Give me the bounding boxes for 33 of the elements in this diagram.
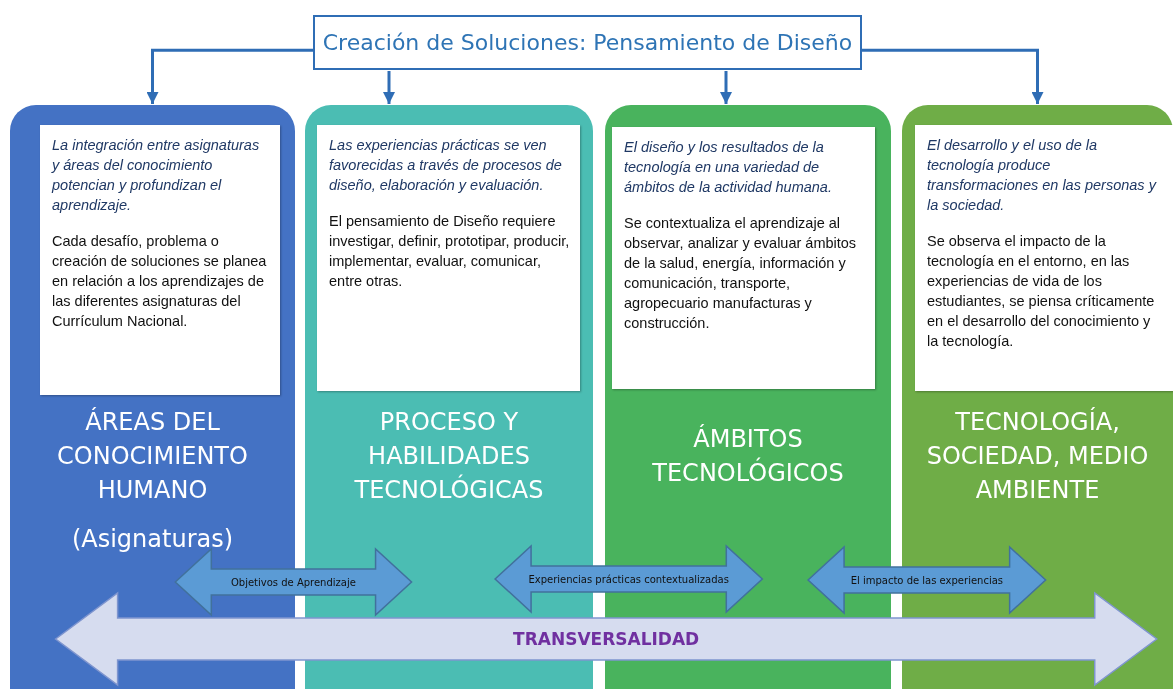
title-text: Creación de Soluciones: Pensamiento de Diseño xyxy=(322,30,853,55)
summary-text: El desarrollo y el uso de la tecnología produce transformaciones en las personas y la sociedad. xyxy=(927,136,1158,215)
text-card xyxy=(915,125,1173,391)
description-text: Se contextualiza el aprendizaje al observar, analizar y evaluar ámbitos de la salud, energía, información y comunicación, transporte, agropecuario manufacturas y construcción. xyxy=(624,214,858,333)
column-heading: PROCESO Y HABILIDADES TECNOLÓGICAS xyxy=(353,407,545,506)
column-panel xyxy=(10,105,295,689)
summary-text: La integración entre asignaturas y áreas del conocimiento potencian y profundizan el aprendizaje. xyxy=(52,136,261,215)
description-text: El pensamiento de Diseño requiere investigar, definir, prototipar, producir, implementar, evaluar, comunicar, entre otras. xyxy=(329,212,570,291)
edge-label: El impacto de las experiencias xyxy=(850,574,1003,586)
arrow xyxy=(720,71,732,104)
description-text: Cada desafío, problema o creación de soluciones se planea en relación a los aprendizajes de las diferentes asignaturas del Currículum Nacional. xyxy=(52,232,268,331)
description-text: Se observa el impacto de la tecnología en el entorno, en las experiencias de vida de los estudiantes, se piensa críticamente en el desarrollo del conocimiento y la tecnología. xyxy=(927,232,1156,351)
column-heading: ÁREAS DEL CONOCIMIENTO HUMANO xyxy=(56,406,249,506)
edge-label: Objetivos de Aprendizaje xyxy=(230,576,356,588)
double-block-arrow xyxy=(806,545,1047,615)
edge-label: TRANSVERSALIDAD xyxy=(513,629,700,649)
double-block-arrow xyxy=(174,547,413,617)
column-panel xyxy=(902,105,1173,689)
text-card xyxy=(612,127,875,389)
arrow xyxy=(383,71,395,104)
column-heading: ÁMBITOS TECNOLÓGICOS xyxy=(651,423,845,489)
column-heading: TECNOLOGÍA, SOCIEDAD, MEDIO AMBIENTE xyxy=(925,406,1150,506)
arrow xyxy=(146,48,313,104)
edge-label: Experiencias prácticas contextualizadas xyxy=(528,573,729,585)
text-card xyxy=(317,125,580,391)
summary-text: El diseño y los resultados de la tecnología en una variedad de ámbitos de la actividad humana. xyxy=(624,138,833,197)
double-block-arrow xyxy=(493,544,764,614)
summary-text: Las experiencias prácticas se ven favorecidas a través de procesos de diseño, elaboración y evaluación. xyxy=(329,136,563,195)
text-card xyxy=(40,125,280,395)
title-box xyxy=(313,15,862,70)
double-block-arrow xyxy=(54,591,1158,687)
column-subheading: (Asignaturas) xyxy=(70,524,235,555)
arrow xyxy=(862,48,1044,104)
